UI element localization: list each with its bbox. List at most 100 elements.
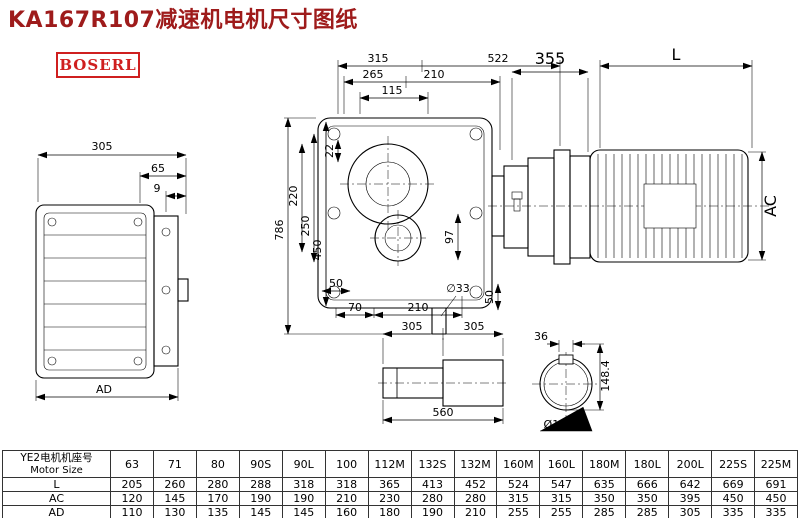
- dim-front-250: 250: [299, 216, 312, 237]
- value-cell: 255: [496, 505, 541, 518]
- value-cell: 190: [410, 505, 455, 518]
- value-cell: 260: [152, 477, 197, 492]
- value-cell: 190: [238, 491, 283, 506]
- value-cell: 285: [582, 505, 627, 518]
- header-en: Motor Size: [30, 464, 83, 476]
- size-cell: 180L: [625, 450, 670, 478]
- dim-front-522: 522: [488, 52, 509, 65]
- value-cell: 280: [453, 491, 498, 506]
- dim-side-65: 65: [151, 162, 165, 175]
- value-cell: 145: [281, 505, 326, 518]
- shaft-end-view: 36 148.4 Ø140H7: [532, 330, 612, 432]
- size-cell: 132M: [453, 450, 498, 478]
- size-cell: 90S: [238, 450, 283, 478]
- header-label-cell: YE2电机机座号 Motor Size: [2, 450, 111, 478]
- value-cell: 230: [367, 491, 412, 506]
- dim-side-ad: AD: [96, 383, 112, 396]
- dim-front-450: 450: [311, 240, 324, 261]
- brand-text: BOSERL: [59, 56, 137, 74]
- dim-front-97: 97: [443, 230, 456, 244]
- size-cell: 63: [110, 450, 154, 478]
- size-cell: 225M: [754, 450, 798, 478]
- technical-drawing: 305 65 9 AD 315 522 265 210 115: [35, 45, 780, 432]
- table-row-AD: AD 110 130 135 145 145 160 180 190 210 2…: [2, 505, 798, 518]
- dim-front-50-right: 50: [483, 290, 496, 304]
- dim-motor-L: L: [672, 45, 681, 64]
- value-cell: 318: [324, 477, 369, 492]
- value-cell: 635: [582, 477, 627, 492]
- value-cell: 318: [281, 477, 326, 492]
- size-cell: 200L: [668, 450, 713, 478]
- front-view: 315 522 265 210 115 786 450 250 220 22 9…: [273, 52, 561, 335]
- value-cell: 305: [668, 505, 713, 518]
- value-cell: 450: [711, 491, 756, 506]
- dim-front-315: 315: [368, 52, 389, 65]
- size-cell: 132S: [410, 450, 455, 478]
- dim-end-148: 148.4: [599, 360, 612, 392]
- value-cell: 350: [625, 491, 670, 506]
- value-cell: 413: [410, 477, 455, 492]
- size-cell: 100: [324, 450, 369, 478]
- value-cell: 395: [668, 491, 713, 506]
- dim-front-70: 70: [348, 301, 362, 314]
- dim-front-786: 786: [273, 220, 286, 241]
- value-cell: 524: [496, 477, 541, 492]
- value-cell: 280: [410, 491, 455, 506]
- value-cell: 135: [195, 505, 240, 518]
- table-row-L: L 205 260 280 288 318 318 365 413 452 52…: [2, 477, 798, 492]
- motor-size-table: YE2电机机座号 Motor Size 63 71 80 90S 90L 100…: [2, 450, 798, 518]
- value-cell: 365: [367, 477, 412, 492]
- dim-shaft-305a: 305: [402, 320, 423, 333]
- row-label: L: [2, 477, 111, 492]
- value-cell: 280: [195, 477, 240, 492]
- size-cell: 71: [152, 450, 197, 478]
- shaft-detail: 305 305 560: [378, 320, 508, 424]
- value-cell: 120: [110, 491, 154, 506]
- row-label: AD: [2, 505, 111, 518]
- value-cell: 335: [754, 505, 798, 518]
- value-cell: 691: [754, 477, 798, 492]
- value-cell: 210: [324, 491, 369, 506]
- size-cell: 80: [195, 450, 240, 478]
- dim-front-50-left: 50: [329, 277, 343, 290]
- value-cell: 669: [711, 477, 756, 492]
- value-cell: 547: [539, 477, 584, 492]
- dim-motor-AC: AC: [761, 195, 780, 217]
- dim-shaft-305b: 305: [464, 320, 485, 333]
- value-cell: 210: [453, 505, 498, 518]
- dim-front-210-bottom: 210: [408, 301, 429, 314]
- value-cell: 642: [668, 477, 713, 492]
- value-cell: 335: [711, 505, 756, 518]
- table-header-row: YE2电机机座号 Motor Size 63 71 80 90S 90L 100…: [2, 450, 798, 478]
- value-cell: 288: [238, 477, 283, 492]
- value-cell: 205: [110, 477, 154, 492]
- dim-front-22: 22: [323, 144, 336, 158]
- dim-side-305: 305: [92, 140, 113, 153]
- dim-motor-355: 355: [535, 49, 566, 68]
- size-cell: 180M: [582, 450, 627, 478]
- value-cell: 110: [110, 505, 154, 518]
- size-cell: 112M: [367, 450, 412, 478]
- value-cell: 180: [367, 505, 412, 518]
- value-cell: 315: [496, 491, 541, 506]
- row-label: AC: [2, 491, 111, 506]
- motor-view: 355 L AC: [488, 45, 780, 265]
- dim-front-dia33: ∅33: [446, 282, 470, 295]
- value-cell: 130: [152, 505, 197, 518]
- side-view: 305 65 9 AD: [35, 140, 189, 401]
- value-cell: 145: [152, 491, 197, 506]
- size-cell: 225S: [711, 450, 756, 478]
- value-cell: 315: [539, 491, 584, 506]
- value-cell: 285: [625, 505, 670, 518]
- dim-side-9: 9: [154, 182, 161, 195]
- value-cell: 170: [195, 491, 240, 506]
- dim-shaft-560: 560: [433, 406, 454, 419]
- page-title: KA167R107减速机电机尺寸图纸: [8, 8, 358, 33]
- dim-front-115: 115: [382, 84, 403, 97]
- value-cell: 350: [582, 491, 627, 506]
- brand-logo-box: BOSERL: [56, 52, 140, 78]
- value-cell: 160: [324, 505, 369, 518]
- value-cell: 145: [238, 505, 283, 518]
- dim-end-36: 36: [534, 330, 548, 343]
- value-cell: 190: [281, 491, 326, 506]
